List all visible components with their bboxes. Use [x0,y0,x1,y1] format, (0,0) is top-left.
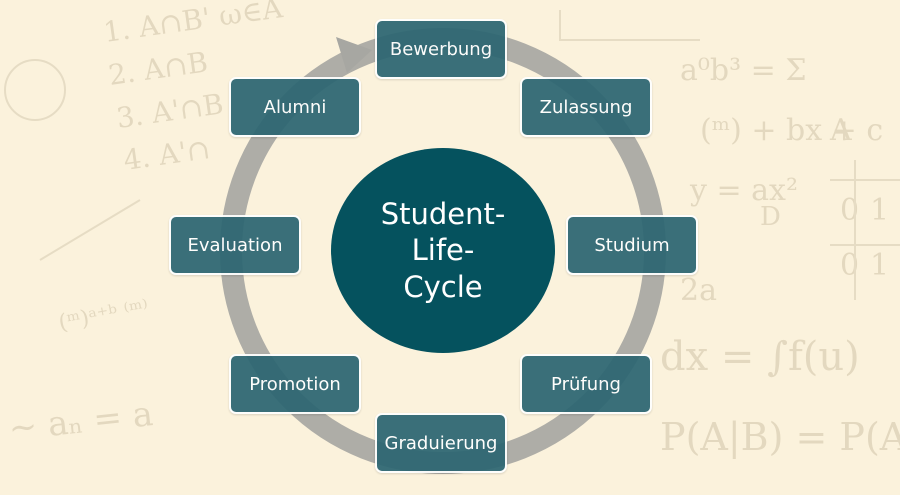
svg-text:a⁰b³ = Σ: a⁰b³ = Σ [680,53,807,88]
svg-text:y = ax²: y = ax² [689,173,798,208]
stage-bewerbung: Bewerbung [375,19,507,79]
background-lines [4,10,900,300]
svg-text:0: 0 [840,248,859,283]
center-title-line-3: Cycle [403,269,483,304]
svg-text:P(A|B) = P(A: P(A|B) = P(A [660,415,900,459]
svg-text:2. A∩B: 2. A∩B [106,45,209,92]
svg-text:1: 1 [870,248,889,283]
center-circle: Student- Life- Cycle [331,148,555,353]
background-formulas: 1. A∩B' ω∈A 2. A∩B 3. A'∩B 4. A'∩ a⁰b³ =… [7,0,900,459]
center-title-line-1: Student- [380,197,506,232]
svg-text:3. A'∩B: 3. A'∩B [114,87,225,135]
svg-text:D: D [760,202,781,232]
stage-alumni: Alumni [229,77,361,137]
svg-text:(ᵐ)ᵃ⁺ᵇ ⁽ᵐ⁾: (ᵐ)ᵃ⁺ᵇ ⁽ᵐ⁾ [57,296,151,336]
svg-text:dx = ∫f(u): dx = ∫f(u) [660,334,860,380]
stage-studium: Studium [566,215,698,275]
cycle-arrowhead-icon [336,37,372,73]
svg-text:0: 0 [840,193,859,228]
svg-text:1: 1 [870,193,889,228]
center-title-line-2: Life- [411,233,475,268]
svg-text:~ aₙ = a: ~ aₙ = a [7,394,155,449]
stage-pruefung: Prüfung [520,354,652,414]
svg-text:2a: 2a [680,273,717,308]
stage-evaluation: Evaluation [169,215,301,275]
svg-text:4. A'∩: 4. A'∩ [121,132,212,177]
stage-promotion: Promotion [229,354,361,414]
stage-zulassung: Zulassung [520,77,652,137]
svg-text:1. A∩B' ω∈A: 1. A∩B' ω∈A [101,0,285,49]
svg-text:A: A [829,113,852,148]
stage-graduierung: Graduierung [375,413,507,473]
svg-text:(ᵐ) + bx + c: (ᵐ) + bx + c [700,113,883,148]
